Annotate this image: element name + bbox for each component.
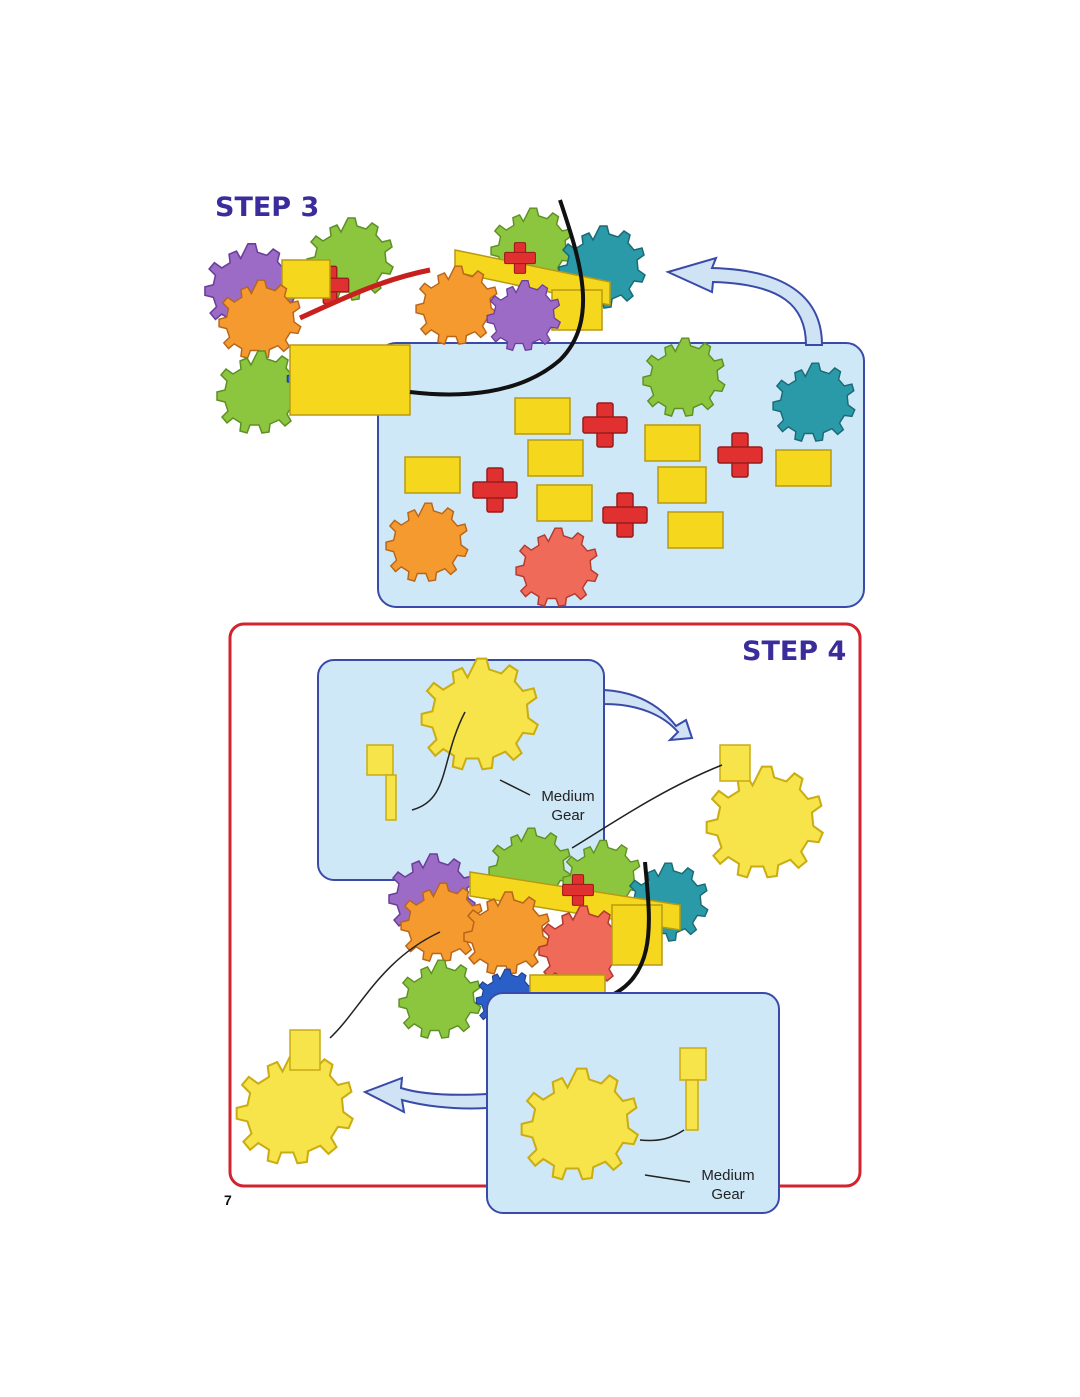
page-number: 7 bbox=[224, 1192, 232, 1208]
step-3-model bbox=[204, 199, 646, 434]
step-3-parts-panel bbox=[377, 342, 865, 608]
axle-icon bbox=[679, 1047, 707, 1131]
callout-bottom-line1: Medium bbox=[701, 1167, 755, 1184]
callout-top-label: Medium Gear bbox=[528, 787, 608, 825]
callout-top-line1: Medium bbox=[541, 788, 595, 805]
callout-bottom-line2: Gear bbox=[711, 1186, 745, 1203]
step-4-title: STEP 4 bbox=[742, 636, 847, 667]
callout-top-line2: Gear bbox=[551, 807, 585, 824]
curved-arrow-icon bbox=[362, 1076, 488, 1114]
curved-arrow-icon bbox=[603, 688, 694, 742]
callout-bottom-label: Medium Gear bbox=[688, 1166, 768, 1204]
curved-arrow-icon bbox=[665, 256, 824, 346]
axle-icon bbox=[366, 744, 397, 821]
medium-gear-icon bbox=[705, 765, 824, 879]
step-3-parts bbox=[385, 337, 856, 607]
step-3-title: STEP 3 bbox=[215, 192, 320, 223]
